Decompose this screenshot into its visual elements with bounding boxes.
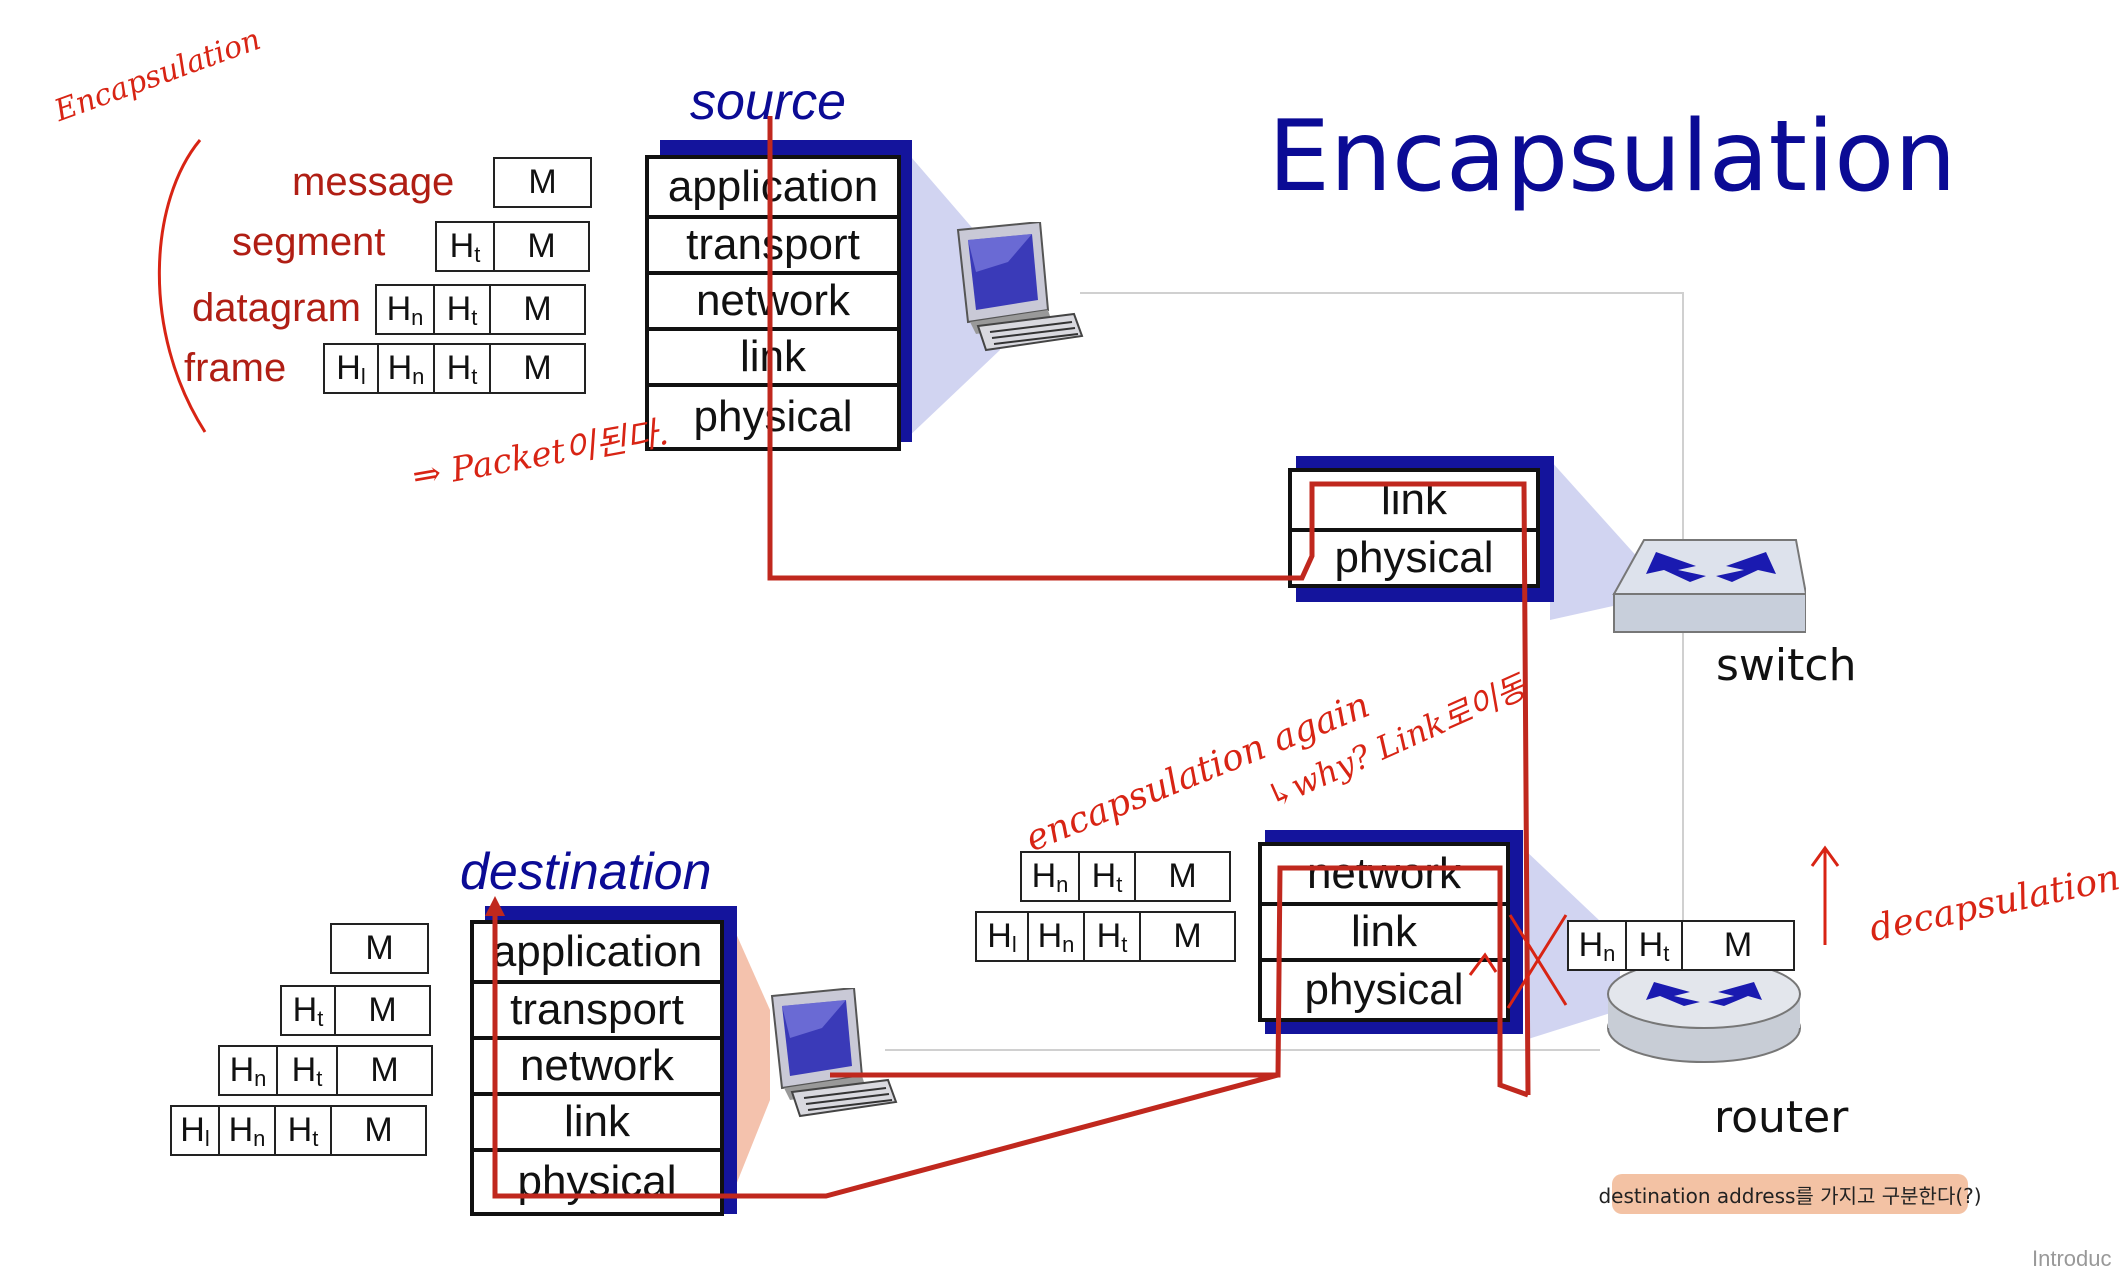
footer-fragment: Introduc xyxy=(2032,1246,2112,1272)
data-path-line xyxy=(770,116,1528,1095)
cross-mark-icon xyxy=(1508,915,1566,1008)
data-path-router-return xyxy=(830,868,1528,1095)
arrow-head-icon xyxy=(485,896,505,916)
destination-address-note: destination address를 가지고 구분한다(?) xyxy=(1612,1174,1968,1214)
up-arrow-icon xyxy=(1812,848,1838,945)
data-path-destination xyxy=(495,910,1278,1196)
small-up-arrow-icon xyxy=(1470,955,1496,975)
encapsulation-bracket xyxy=(159,140,205,432)
